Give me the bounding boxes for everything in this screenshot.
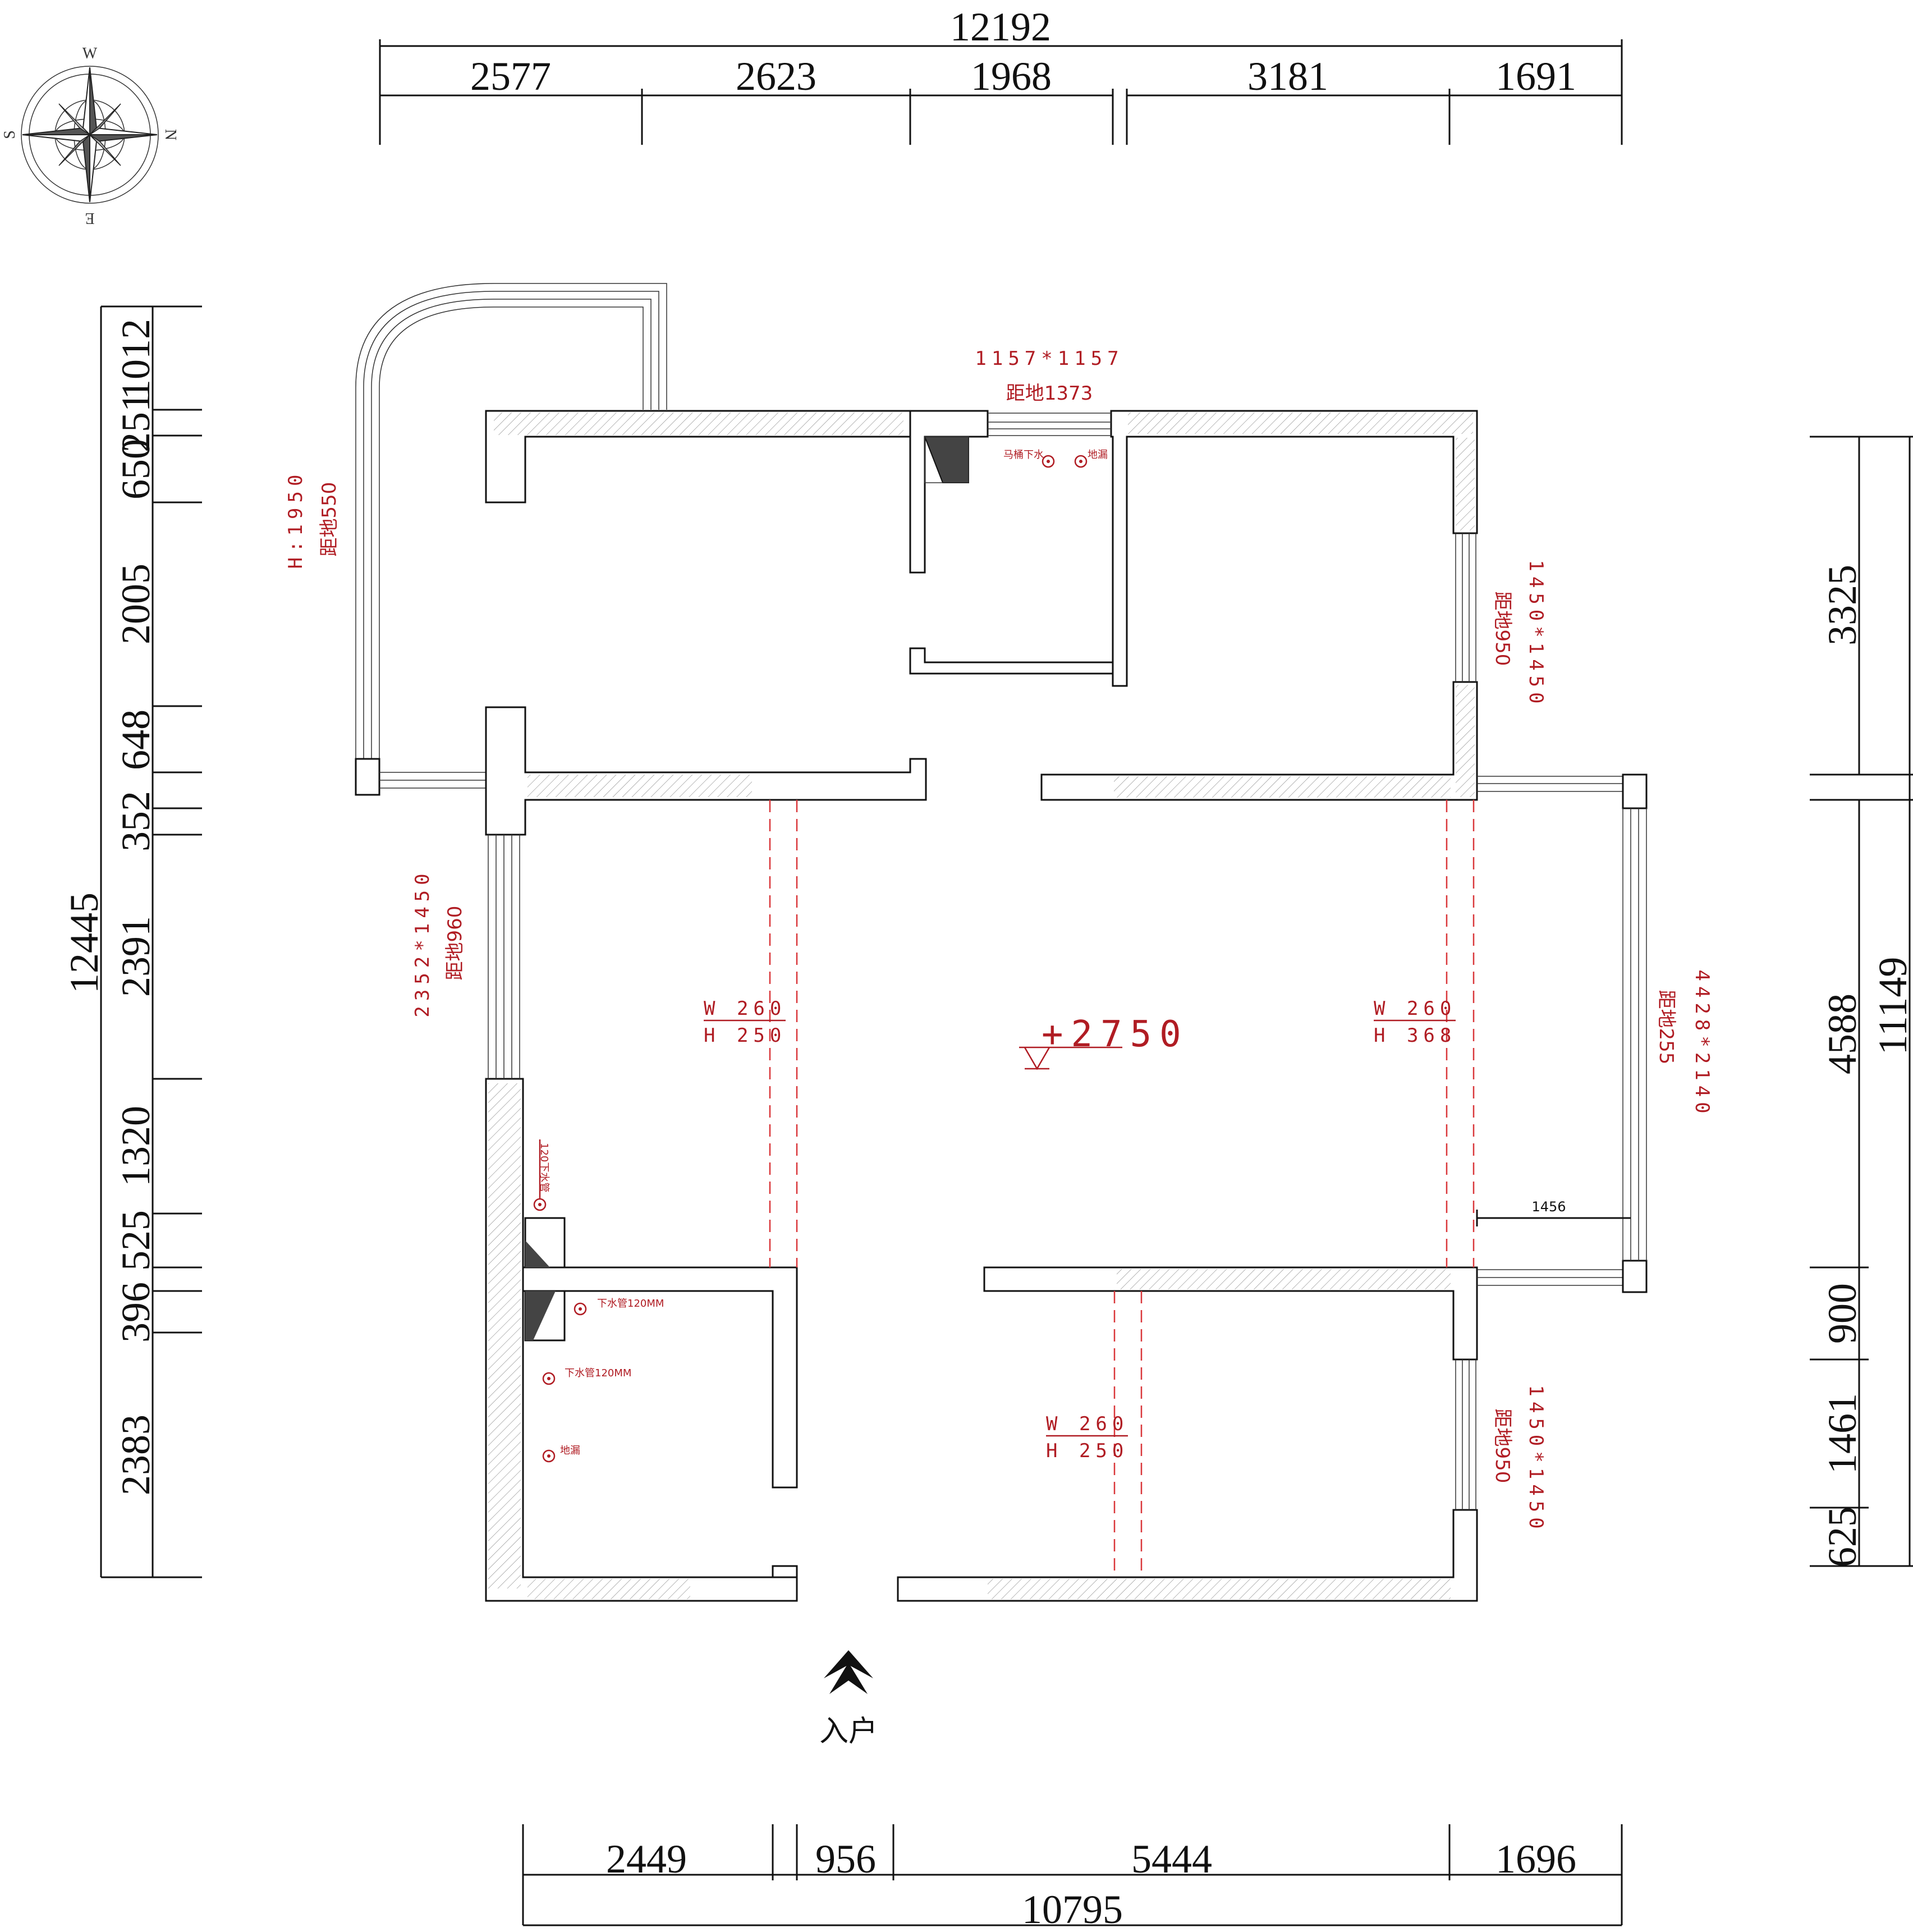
top-total-dimension: 12192	[950, 4, 1051, 49]
left-window-sill: 距地960	[444, 906, 466, 981]
entrance-arrow-icon	[824, 1650, 873, 1694]
left-window-size: 2352*1450	[411, 868, 434, 1017]
drain-pipe-2-label: 下水管120MM	[565, 1367, 631, 1379]
balcony-window-size: 4428*2140	[1691, 969, 1713, 1118]
left-dimension-6: 352	[113, 791, 158, 851]
right-window-lower-size: 1450*1450	[1525, 1385, 1547, 1533]
right-dimension-lines	[1810, 436, 1913, 1567]
right-dimension-4: 1461	[1820, 1393, 1865, 1474]
left-dimension-1: 1012	[113, 319, 158, 400]
window-top-size: 1157*1157	[975, 347, 1123, 370]
top-dimension-1: 2577	[470, 54, 551, 99]
beam-lines	[769, 800, 1475, 1577]
compass-west-label: W	[82, 45, 98, 62]
left-dimension-8: 1320	[113, 1106, 158, 1187]
beam-right-height: H 368	[1374, 1024, 1456, 1047]
bottom-total-dimension: 10795	[1022, 1887, 1123, 1932]
balcony-depth-dim	[1476, 1210, 1631, 1226]
bay-window-sill: 距地550	[318, 482, 341, 557]
floor-drain-top-label: 地漏	[1088, 449, 1108, 461]
bottom-dimension-2: 956	[815, 1837, 876, 1881]
right-window-upper-size: 1450*1450	[1525, 560, 1547, 708]
compass-icon	[21, 66, 159, 204]
walls	[485, 410, 1478, 1602]
compass-north-label: N	[162, 129, 179, 140]
right-window-upper-sill: 距地950	[1491, 592, 1513, 666]
beam-bottom-width: W 260	[1046, 1413, 1128, 1435]
elevation-marker-icon	[1019, 1046, 1122, 1070]
windows	[488, 413, 1648, 1510]
vertical-pipe-label: 120下水管	[538, 1143, 550, 1192]
left-dimension-3: 650	[113, 439, 158, 500]
bottom-dimension-4: 1696	[1495, 1837, 1576, 1881]
left-dimension-2: 251	[113, 392, 158, 452]
toilet-drain-label: 马桶下水	[1003, 449, 1044, 461]
drain-pipe-2-icon	[542, 1372, 556, 1385]
floor-drain-bath-label: 地漏	[560, 1445, 580, 1457]
right-dimension-2: 4588	[1820, 994, 1865, 1074]
floor-drain-bath-icon	[542, 1449, 556, 1463]
entrance-label: 入户	[819, 1715, 878, 1748]
bottom-dimension-lines	[522, 1824, 1623, 1926]
left-total-dimension: 12445	[62, 892, 107, 994]
drain-pipe-1-label: 下水管120MM	[597, 1298, 664, 1310]
balcony-depth-label: 1456	[1531, 1199, 1566, 1215]
right-dimension-3: 900	[1820, 1283, 1865, 1344]
compass-south-label: S	[1, 130, 19, 139]
toilet-drain-icon	[1042, 455, 1055, 468]
beam-right-width: W 260	[1374, 997, 1456, 1020]
left-dimension-9: 525	[113, 1210, 158, 1271]
ceiling-elevation: +2750	[1042, 1014, 1189, 1055]
bottom-dimension-3: 5444	[1131, 1837, 1212, 1881]
right-total-dimension: 11149	[1870, 957, 1913, 1055]
window-top-sill: 距地1373	[1006, 382, 1093, 405]
bottom-dimension-1: 2449	[606, 1837, 687, 1881]
left-dimension-4: 2005	[113, 564, 158, 644]
beam-left-width: W 260	[704, 997, 786, 1020]
top-dimension-3: 1968	[971, 54, 1052, 99]
beam-bottom-height: H 250	[1046, 1440, 1128, 1462]
beam-left-height: H 250	[704, 1024, 786, 1047]
top-dimension-2: 2623	[736, 54, 816, 99]
left-dimension-7: 2391	[113, 916, 158, 997]
right-dimension-5: 625	[1820, 1507, 1865, 1567]
vertical-pipe-icon	[533, 1139, 547, 1211]
bay-window	[355, 283, 667, 796]
compass-east-label: E	[85, 209, 94, 227]
floor-drain-top-icon	[1074, 455, 1088, 468]
top-dimension-lines	[379, 39, 1623, 145]
right-dimension-1: 3325	[1820, 565, 1865, 645]
left-dimension-11: 2383	[113, 1414, 158, 1495]
top-dimension-5: 1691	[1495, 54, 1576, 99]
left-dimension-lines	[100, 305, 202, 1578]
top-dimension-4: 3181	[1247, 54, 1328, 99]
right-window-lower-sill: 距地950	[1491, 1409, 1513, 1484]
balcony-window-sill: 距地255	[1655, 990, 1677, 1065]
drain-pipe-1-icon	[574, 1302, 587, 1316]
bay-window-height: H:1950	[285, 470, 307, 569]
left-dimension-5: 648	[113, 709, 158, 770]
left-dimension-10: 396	[113, 1282, 158, 1343]
